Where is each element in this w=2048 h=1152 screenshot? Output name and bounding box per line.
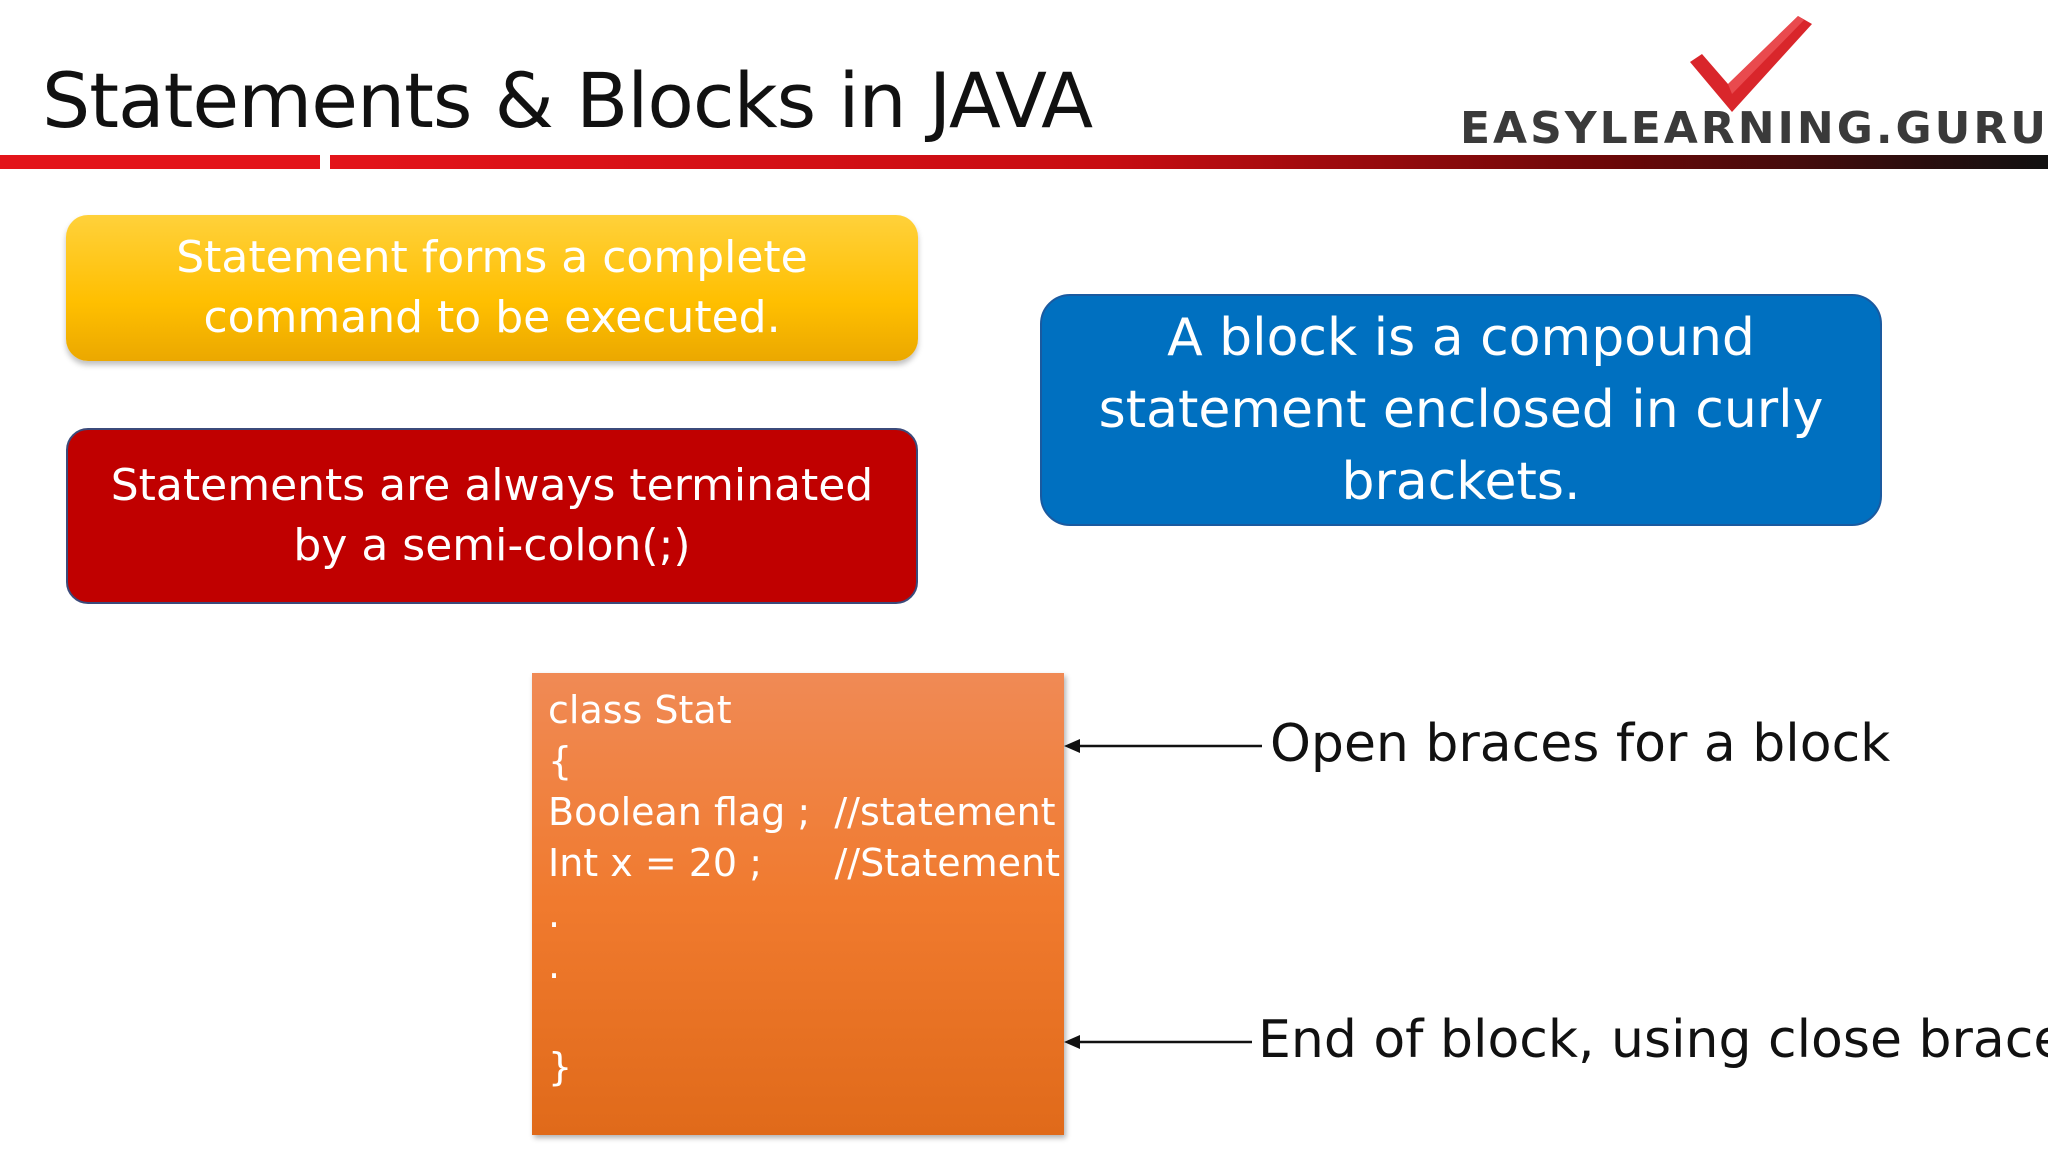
block-definition-text: A block is a compound statement enclosed… (1098, 308, 1824, 512)
code-line: Int x = 20 ; //Statement 2 (548, 841, 1097, 885)
slide-title: Statements & Blocks in JAVA (42, 56, 1093, 145)
code-line: { (548, 739, 573, 783)
code-line (548, 991, 1064, 1042)
checkmark-icon (1690, 16, 1812, 112)
code-sample-box: class Stat { Boolean flag ; //statement … (532, 673, 1097, 1135)
close-brace-arrow-icon (1064, 1035, 1252, 1049)
header-divider-left (0, 155, 320, 169)
code-line: . (548, 943, 561, 987)
block-definition-box: A block is a compound statement enclosed… (1040, 294, 1882, 526)
statement-termination-text: Statements are always terminated by a se… (110, 460, 874, 571)
header-divider (0, 155, 2048, 169)
code-line: Boolean flag ; //statement 1 (548, 790, 1092, 834)
brand-logo: EASYLEARNING.GURU (1460, 14, 2048, 154)
code-line: . (548, 892, 561, 936)
header-divider-right (330, 155, 2048, 169)
open-brace-arrow-icon (1064, 739, 1262, 753)
logo-text: EASYLEARNING.GURU (1460, 103, 2048, 154)
statement-definition-text: Statement forms a complete command to be… (176, 232, 808, 343)
code-line: } (548, 1045, 573, 1089)
code-line: class Stat (548, 688, 732, 732)
statement-termination-box: Statements are always terminated by a se… (66, 428, 918, 604)
open-brace-annotation: Open braces for a block (1270, 714, 1891, 774)
close-brace-annotation: End of block, using close braces (1258, 1010, 2048, 1070)
statement-definition-box: Statement forms a complete command to be… (66, 215, 918, 361)
